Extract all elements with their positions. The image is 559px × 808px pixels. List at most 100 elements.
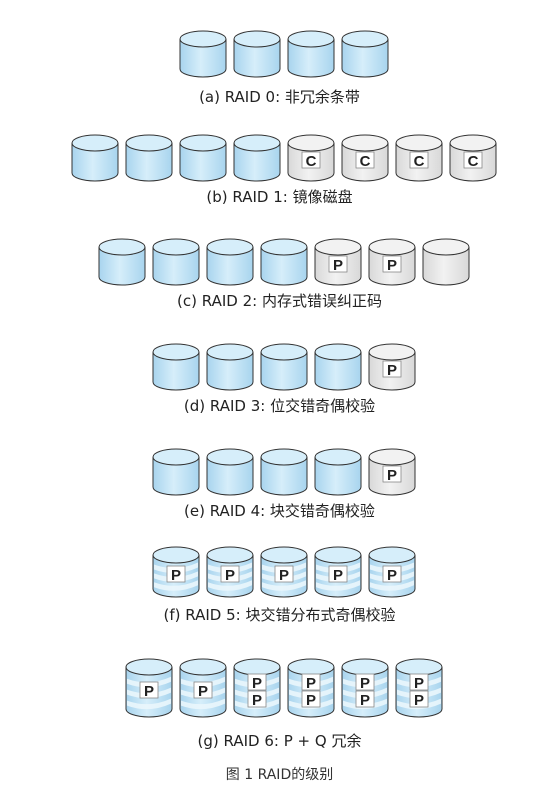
copy-mark: C	[355, 151, 375, 170]
data-disk	[314, 343, 362, 391]
parity-mark: P	[301, 673, 321, 692]
striped-parity-disk: P	[179, 658, 227, 718]
check-disk: C	[341, 134, 389, 182]
parity-mark: P	[409, 690, 429, 709]
mark-text: P	[306, 675, 316, 692]
mark-text: P	[387, 567, 397, 584]
raid-level-label: (e) RAID 4: 块交错奇偶校验	[184, 502, 375, 520]
data-disk	[179, 134, 227, 182]
data-disk	[233, 30, 281, 78]
striped-parity-disk: P	[260, 546, 308, 598]
data-disk	[260, 238, 308, 286]
parity-mark: P	[328, 565, 348, 584]
striped-parity-disk: PP	[287, 658, 335, 718]
copy-mark: C	[463, 151, 483, 170]
mark-text: C	[306, 153, 317, 170]
parity-mark: P	[301, 690, 321, 709]
parity-mark: P	[220, 565, 240, 584]
parity-mark: P	[382, 360, 402, 379]
check-disk: P	[314, 238, 362, 286]
disk-array: P	[152, 343, 416, 403]
mark-text: P	[279, 567, 289, 584]
data-disk	[206, 343, 254, 391]
data-disk	[287, 30, 335, 78]
parity-mark: P	[355, 690, 375, 709]
raid-level-label: (a) RAID 0: 非冗余条带	[199, 88, 360, 106]
data-disk	[260, 343, 308, 391]
check-disk: C	[287, 134, 335, 182]
striped-parity-disk: PP	[341, 658, 389, 718]
data-disk	[206, 448, 254, 496]
data-disk	[233, 134, 281, 182]
figure-caption: 图 1 RAID的级别	[225, 767, 334, 783]
check-disk: C	[449, 134, 497, 182]
parity-mark: P	[274, 565, 294, 584]
parity-mark: P	[328, 255, 348, 274]
raid-level-label: (f) RAID 5: 块交错分布式奇偶校验	[163, 606, 396, 624]
mark-text: P	[225, 567, 235, 584]
parity-mark: P	[166, 565, 186, 584]
data-disk	[152, 238, 200, 286]
raid-level-label: (c) RAID 2: 内存式错误纠正码	[177, 292, 382, 310]
mark-text: C	[360, 153, 371, 170]
striped-parity-disk: P	[314, 546, 362, 598]
parity-mark: P	[382, 255, 402, 274]
mark-text: P	[144, 683, 154, 700]
data-disk	[314, 448, 362, 496]
striped-parity-disk: P	[368, 546, 416, 598]
mark-text: P	[387, 362, 397, 379]
data-disk	[152, 343, 200, 391]
parity-mark: P	[409, 673, 429, 692]
mark-text: C	[414, 153, 425, 170]
mark-text: P	[414, 692, 424, 709]
mark-text: P	[252, 675, 262, 692]
striped-parity-disk: P	[206, 546, 254, 598]
disk-array: P	[152, 448, 416, 508]
check-disk: P	[368, 238, 416, 286]
mark-text: C	[468, 153, 479, 170]
raid-level-label: (g) RAID 6: P + Q 冗余	[197, 732, 362, 750]
check-disk: P	[368, 343, 416, 391]
striped-parity-disk: P	[125, 658, 173, 718]
mark-text: P	[360, 675, 370, 692]
data-disk	[98, 238, 146, 286]
disk-array	[179, 30, 389, 90]
mark-text: P	[198, 683, 208, 700]
striped-parity-disk: PP	[395, 658, 443, 718]
mark-text: P	[387, 467, 397, 484]
data-disk	[206, 238, 254, 286]
mark-text: P	[333, 567, 343, 584]
mark-text: P	[387, 257, 397, 274]
mark-text: P	[252, 692, 262, 709]
raid-level-label: (b) RAID 1: 镜像磁盘	[206, 188, 353, 206]
parity-mark: P	[139, 681, 159, 700]
data-disk	[179, 30, 227, 78]
data-disk	[125, 134, 173, 182]
striped-parity-disk: P	[152, 546, 200, 598]
parity-mark: P	[355, 673, 375, 692]
parity-mark: P	[247, 690, 267, 709]
parity-mark: P	[193, 681, 213, 700]
parity-mark: P	[247, 673, 267, 692]
data-disk	[341, 30, 389, 78]
raid-level-label: (d) RAID 3: 位交错奇偶校验	[183, 397, 376, 415]
copy-mark: C	[409, 151, 429, 170]
mark-text: P	[171, 567, 181, 584]
mark-text: P	[414, 675, 424, 692]
mark-text: P	[333, 257, 343, 274]
mark-text: P	[306, 692, 316, 709]
mark-text: P	[360, 692, 370, 709]
check-disk: P	[368, 448, 416, 496]
copy-mark: C	[301, 151, 321, 170]
data-disk	[260, 448, 308, 496]
check-disk: C	[395, 134, 443, 182]
check-disk	[422, 238, 470, 286]
striped-parity-disk: PP	[233, 658, 281, 718]
data-disk	[152, 448, 200, 496]
parity-mark: P	[382, 465, 402, 484]
data-disk	[71, 134, 119, 182]
